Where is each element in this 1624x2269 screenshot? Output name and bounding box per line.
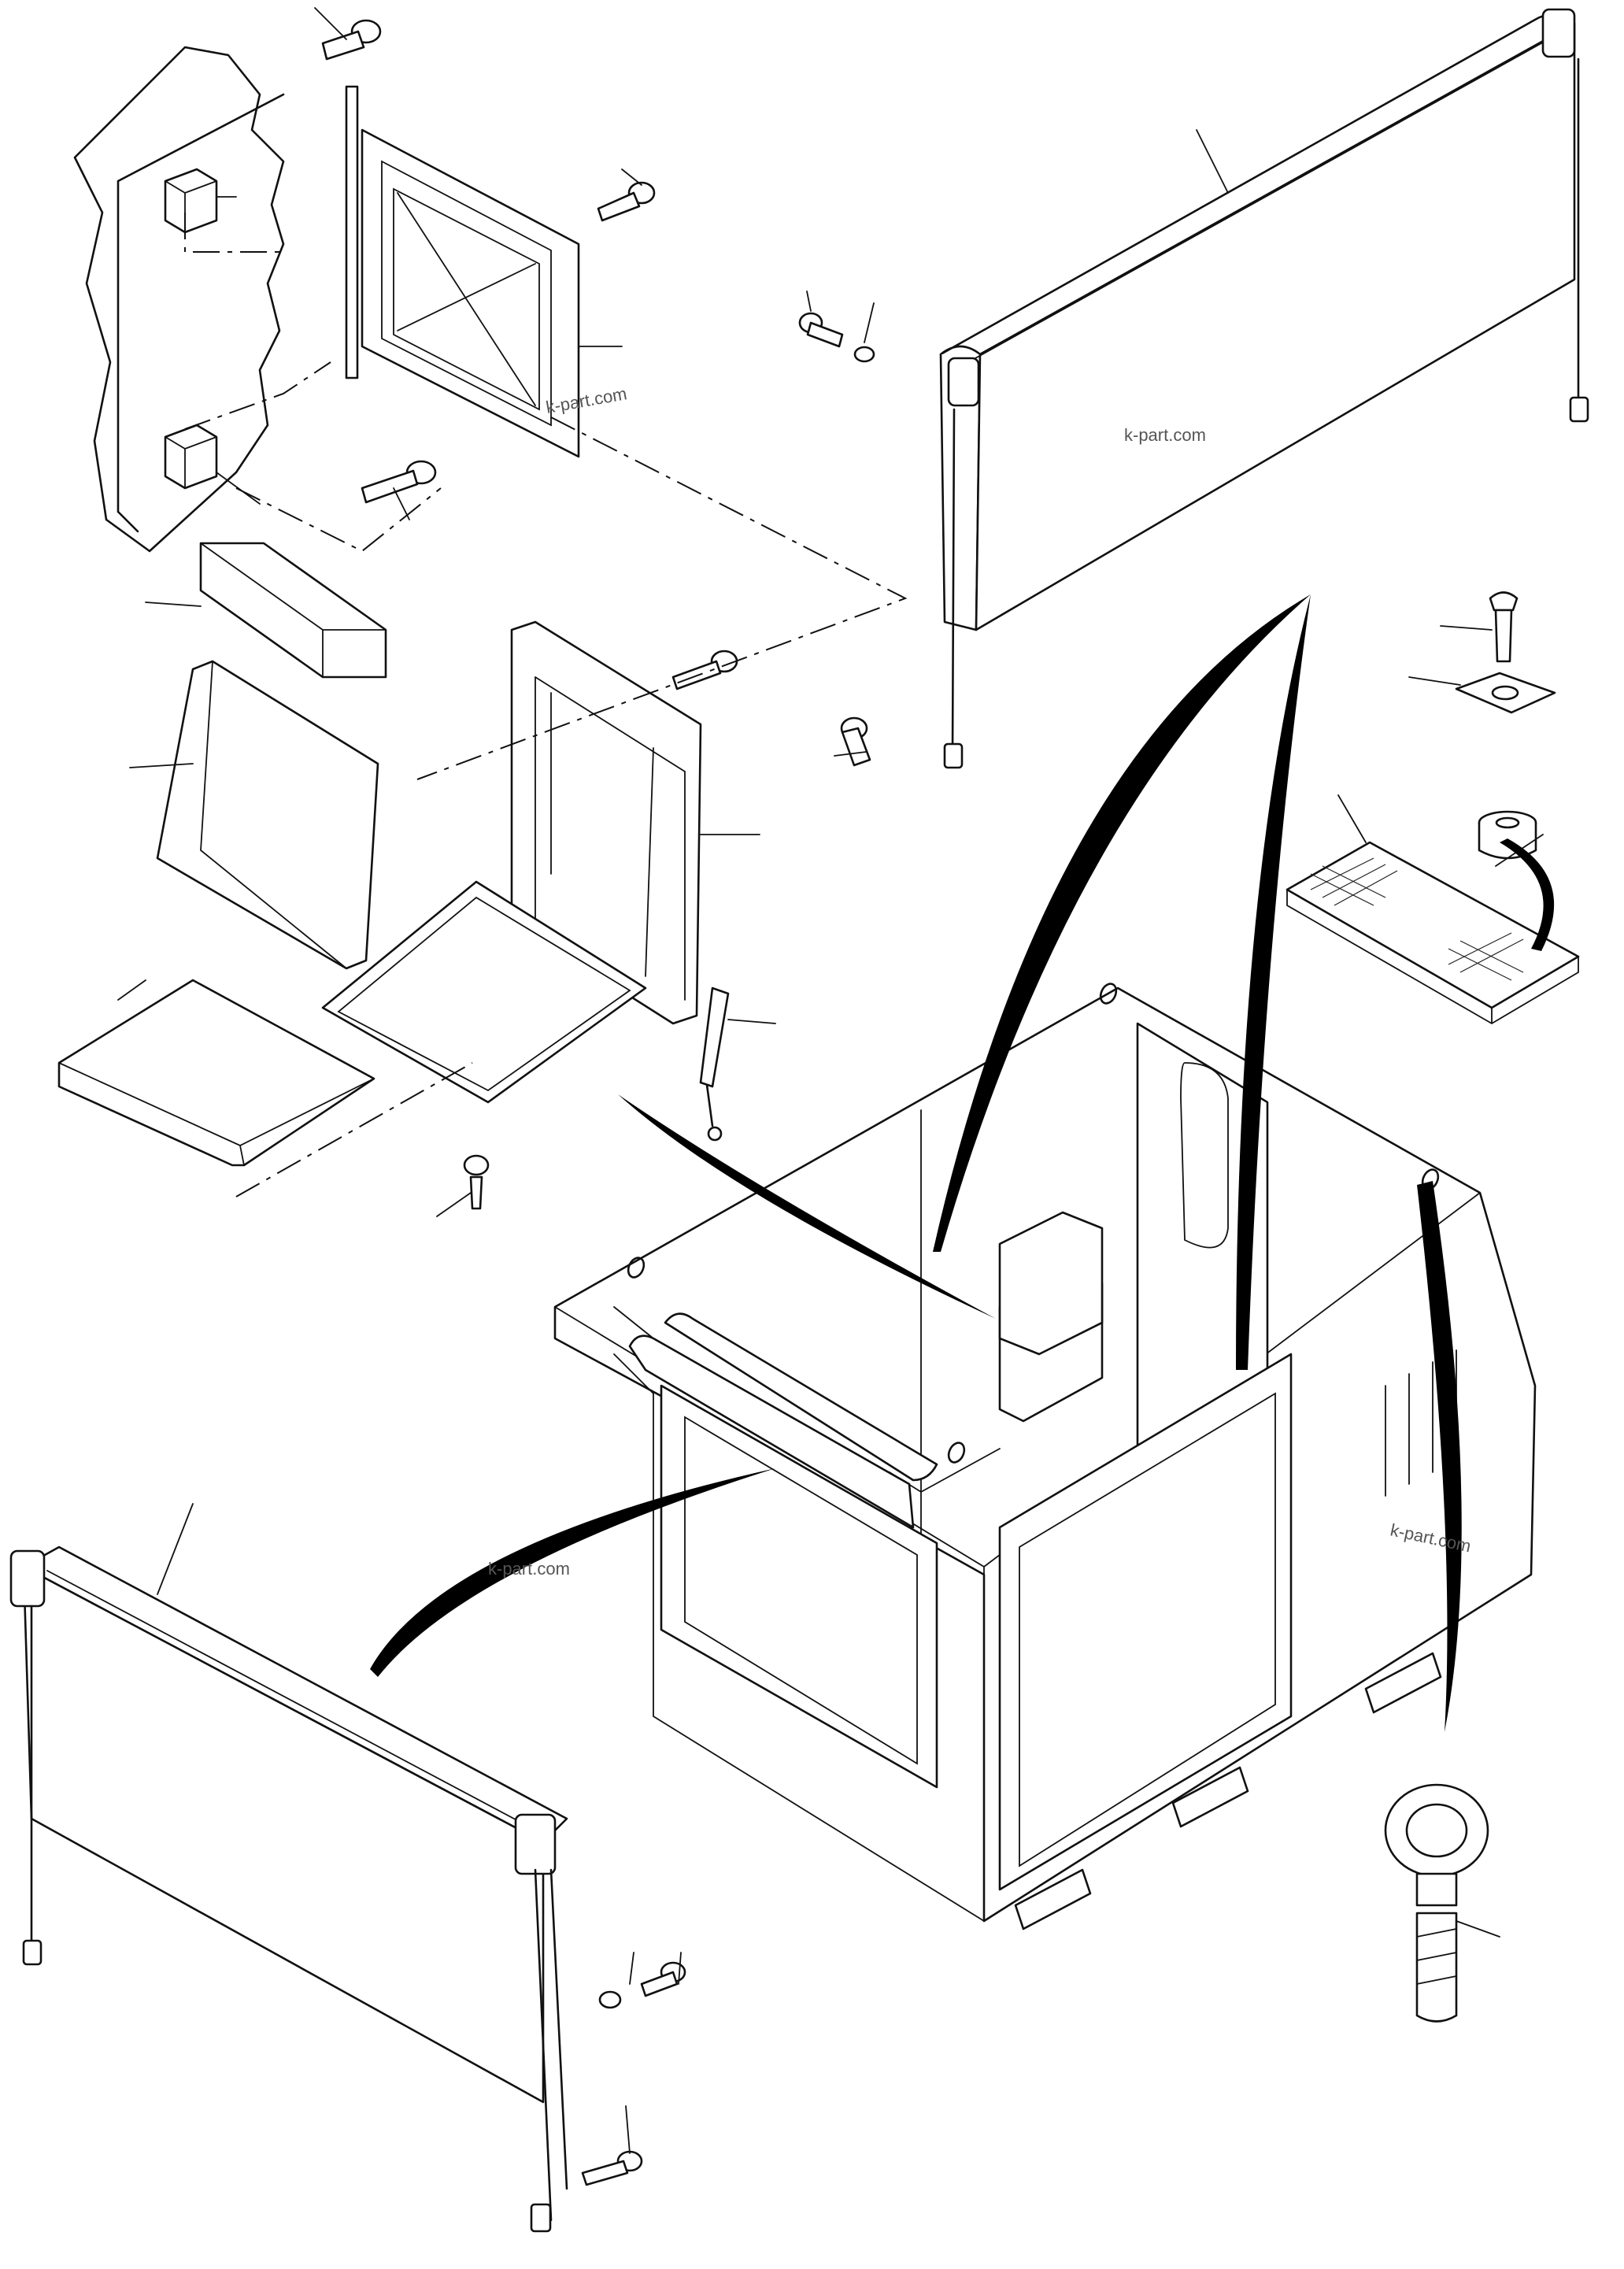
- bolt-washer-upper: [798, 312, 875, 363]
- screw-floor: [1489, 591, 1519, 663]
- bolt-washer-lower: [598, 1961, 686, 2009]
- window-frame: [345, 85, 580, 458]
- floor-mat: [1286, 841, 1580, 1025]
- screw-hinge-lower: [361, 460, 437, 504]
- assembly-dash-lines: [184, 87, 908, 1197]
- seat-backrest-cushion: [199, 542, 387, 679]
- hinge-block-upper: [164, 168, 218, 234]
- cab-roller-tube: [628, 1312, 938, 1529]
- cab-wall-panel: [73, 46, 285, 553]
- watermark-text: k-part.com: [1124, 425, 1206, 445]
- folding-seat-frame: [321, 620, 702, 1104]
- screw-seat-base: [840, 716, 871, 767]
- roller-blind-upper: [939, 8, 1589, 769]
- gas-spring: [699, 986, 730, 1142]
- cab-floor-grip-strips: [1014, 1652, 1442, 1930]
- roller-blind-lower: [9, 1545, 568, 2233]
- floor-plate-clip: [1455, 672, 1556, 714]
- cab-seat-inset: [998, 1211, 1104, 1356]
- floor-spacer: [1478, 810, 1537, 860]
- screw-frame-right: [597, 181, 656, 222]
- eye-bolt: [1384, 1783, 1489, 2023]
- assembly-arrows: [370, 594, 1555, 1732]
- screw-seat-pan: [463, 1154, 490, 1210]
- screw-top-left: [321, 19, 382, 61]
- seat-bottom-cushion: [57, 979, 375, 1167]
- screw-blind-lower: [581, 2150, 643, 2186]
- cab-body: [553, 986, 1537, 1923]
- seat-back-cushion: [156, 660, 379, 970]
- watermark-text: k-part.com: [488, 1559, 570, 1579]
- hinge-block-lower: [164, 424, 218, 490]
- screw-seat-frame: [671, 650, 738, 690]
